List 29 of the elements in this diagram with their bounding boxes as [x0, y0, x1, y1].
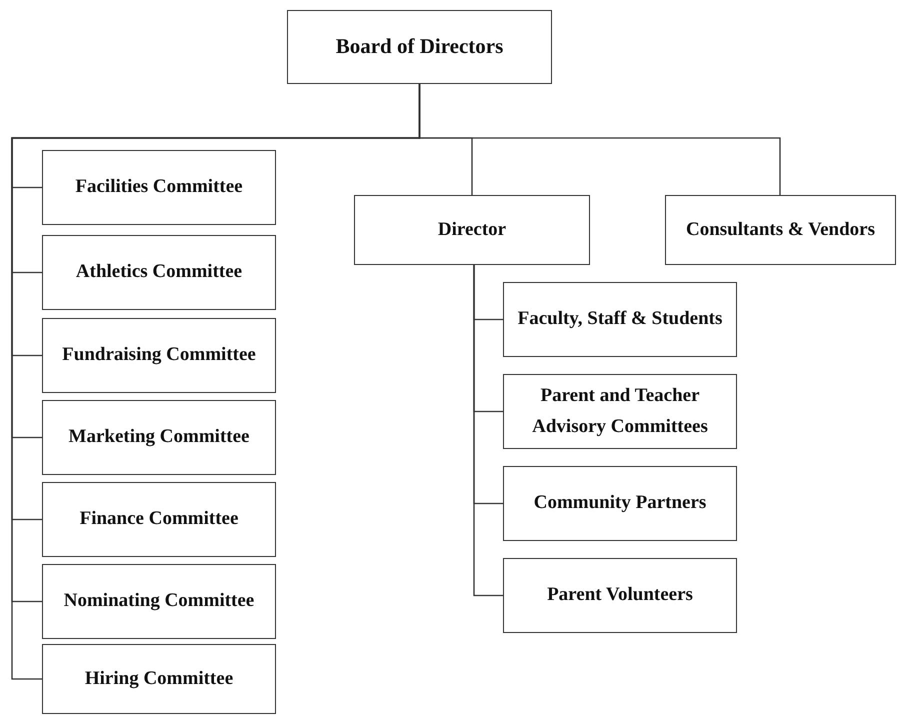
connector-line	[473, 265, 503, 596]
box-label: Finance Committee	[80, 507, 238, 532]
box-label: Athletics Committee	[76, 260, 242, 284]
org-box	[503, 466, 737, 541]
box-label: Board of Directors	[336, 33, 504, 60]
box-label: Community Partners	[534, 491, 706, 516]
box-label: Fundraising Committee	[62, 343, 256, 368]
org-box	[42, 644, 276, 714]
box-label: Director	[438, 218, 506, 242]
org-box	[287, 10, 552, 84]
box-label: Facilities Committee	[75, 175, 243, 200]
org-box	[503, 374, 737, 449]
box-label: Hiring Committee	[84, 666, 234, 691]
org-box	[665, 195, 896, 265]
org-box	[42, 235, 276, 310]
box-label: Parent Volunteers	[547, 583, 693, 608]
org-box	[503, 558, 737, 633]
org-box	[42, 564, 276, 639]
box-label: Faculty, Staff & Students	[518, 307, 722, 332]
box-label: Parent and Teacher Advisory Committees	[531, 384, 709, 438]
box-label: Nominating Committee	[64, 589, 254, 614]
box-label: Consultants & Vendors	[686, 218, 875, 242]
org-box	[354, 195, 590, 265]
box-label: Marketing Committee	[68, 425, 250, 450]
org-box	[42, 150, 276, 225]
org-box	[503, 282, 737, 357]
org-box	[42, 318, 276, 393]
org-box	[42, 400, 276, 475]
org-box	[42, 482, 276, 557]
